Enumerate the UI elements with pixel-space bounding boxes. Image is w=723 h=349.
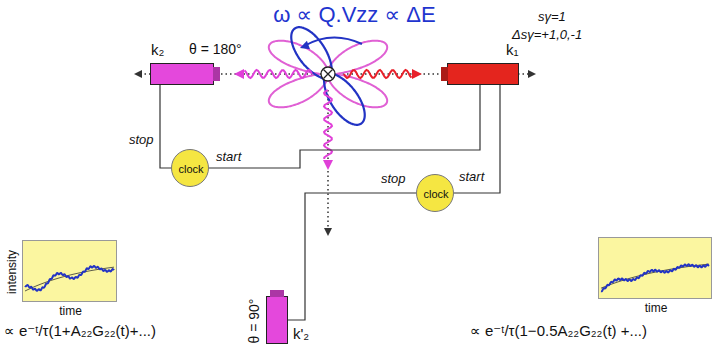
gamma-detector: k'₂θ = 90° bbox=[266, 296, 288, 344]
arrow-head bbox=[134, 70, 142, 78]
signal-wire bbox=[209, 85, 480, 168]
wire-label: start bbox=[458, 170, 485, 185]
spin-change-label: Δsγ=+1,0,-1 bbox=[512, 28, 582, 43]
formula: ∝ e⁻ᵗ/τ(1+A₂₂G₂₂(t)+...) bbox=[4, 322, 156, 339]
signal-wire bbox=[454, 85, 500, 193]
detector-label: k₂ bbox=[151, 41, 164, 58]
exponential-curve bbox=[601, 264, 709, 288]
wire-label: start bbox=[215, 150, 242, 165]
arrow-head bbox=[323, 160, 333, 170]
clock-label: clock bbox=[423, 188, 448, 201]
signal-wire bbox=[288, 193, 416, 320]
gamma-detector: k₁ bbox=[447, 63, 519, 85]
clock-label: clock bbox=[178, 163, 203, 176]
arrow-head bbox=[300, 41, 310, 49]
wire-label: stop bbox=[380, 172, 407, 187]
arrow-head bbox=[324, 228, 332, 236]
arrow-head bbox=[528, 70, 536, 78]
title: ω ∝ Q.Vzz ∝ ΔE bbox=[0, 2, 716, 27]
rotation-arrow bbox=[304, 37, 362, 46]
decay-plot: time bbox=[598, 237, 712, 299]
wire-label: stop bbox=[128, 133, 155, 148]
gamma-ray bbox=[344, 70, 412, 78]
decay-curve bbox=[23, 241, 116, 301]
axis-label: time bbox=[59, 305, 82, 319]
gamma-ray bbox=[245, 70, 313, 78]
decay-plot: intensitytime bbox=[22, 240, 117, 302]
nucleus bbox=[324, 70, 333, 79]
oscillating-curve bbox=[25, 266, 114, 291]
detector-label: k₁ bbox=[506, 41, 519, 58]
oscillating-curve bbox=[601, 264, 709, 291]
detector-label: θ = 180° bbox=[189, 41, 242, 57]
arrow-head bbox=[412, 69, 422, 79]
gamma-detector: k₂θ = 180° bbox=[150, 63, 214, 85]
axis-label: intensity bbox=[6, 250, 20, 294]
arrow-head bbox=[234, 69, 244, 79]
axis-label: time bbox=[645, 302, 668, 316]
detector-label: k'₂ bbox=[293, 325, 309, 342]
clock-circle: clock bbox=[416, 174, 454, 212]
spin-label: sγ=1 bbox=[538, 10, 566, 25]
axis-label: θ = 90° bbox=[246, 299, 262, 344]
nucleus bbox=[321, 67, 335, 81]
gamma-ray bbox=[324, 90, 332, 159]
detector-window bbox=[270, 290, 284, 297]
detector-window bbox=[441, 67, 448, 81]
formula: ∝ e⁻ᵗ/τ(1−0.5A₂₂G₂₂(t) +...) bbox=[470, 322, 647, 339]
signal-wire bbox=[160, 85, 171, 168]
decay-curve bbox=[599, 238, 711, 298]
detector-window bbox=[213, 67, 220, 81]
clock-circle: clock bbox=[171, 149, 209, 187]
